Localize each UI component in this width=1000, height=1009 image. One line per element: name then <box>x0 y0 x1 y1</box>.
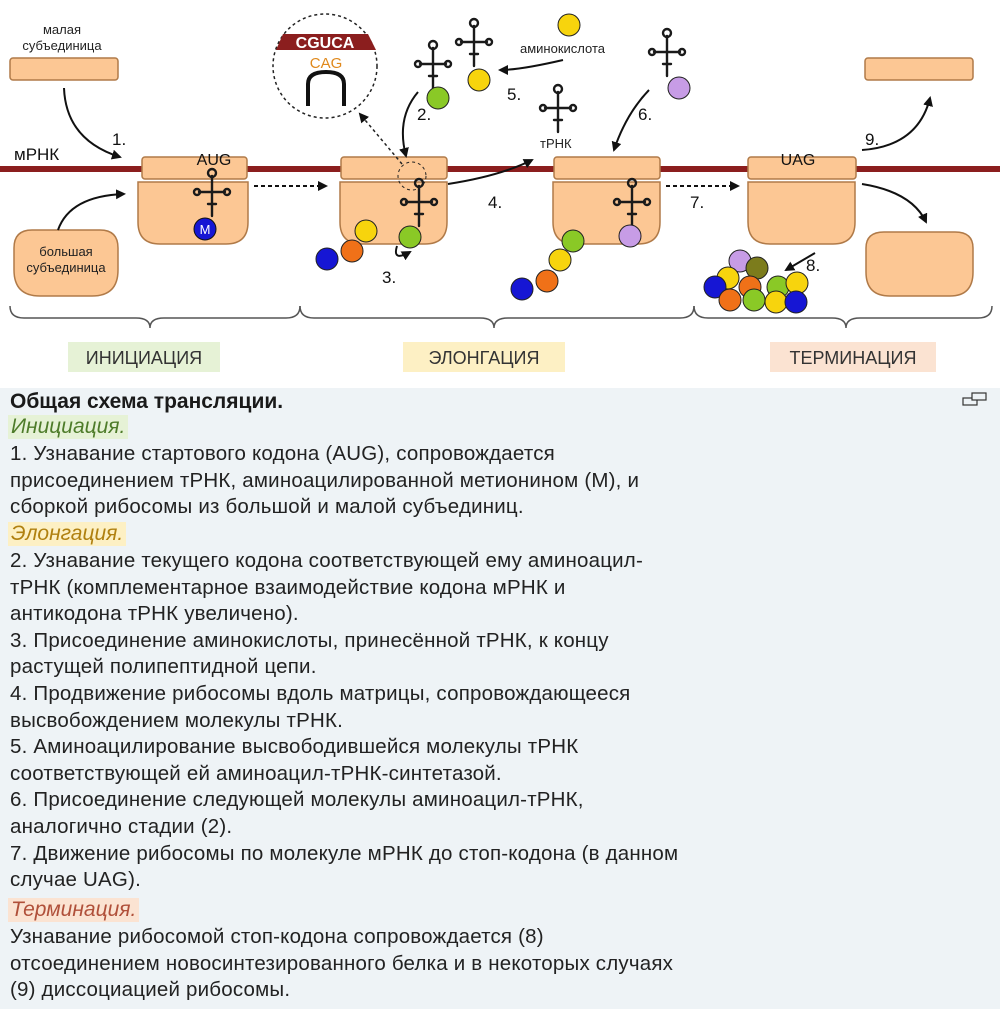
polypeptide-chain-2 <box>315 219 422 271</box>
text-line: Узнавание рибосомой стоп-кодона сопровож… <box>10 925 544 948</box>
restore-icon[interactable] <box>962 392 988 406</box>
text-line: высвобождением молекулы тРНК. <box>10 708 343 732</box>
text-line: сборкой рибосомы из большой и малой субъ… <box>10 495 524 519</box>
elongation-text: 2. Узнавание текущего кодона соответству… <box>10 548 1000 894</box>
large-subunit-label-2: субъединица <box>26 260 106 275</box>
text-line: случае UAG). <box>10 868 141 892</box>
methionine-label: M <box>200 222 211 237</box>
text-line: присоединением тРНК, аминоацилированной … <box>10 468 640 492</box>
text-line: 3. Присоединение аминокислоты, принесённ… <box>10 628 609 652</box>
small-subunit-free: малая субъединица <box>9 22 119 81</box>
small-subunit-label-2: субъединица <box>22 38 102 53</box>
trna-incoming-c <box>647 27 687 78</box>
phase-braces <box>9 305 993 329</box>
amino-acid-label: аминокислота <box>520 41 606 56</box>
trna-incoming-b <box>454 17 494 68</box>
aa-purple-free <box>667 76 691 100</box>
trna-released <box>538 83 578 134</box>
small-subunit-released <box>864 57 974 81</box>
elongation-label: Элонгация. <box>8 522 127 546</box>
caption-panel: Общая схема трансляции. Инициация. 1. Уз… <box>0 388 1000 1009</box>
step-2: 2. <box>417 105 431 124</box>
text-line: отсоединением новосинтезированного белка… <box>10 951 674 975</box>
translation-diagram: малая субъединица большая субъединица мР… <box>0 13 1000 372</box>
text-line: (9) диссоциацией рибосомы. <box>10 978 291 1002</box>
text-line: 1. Узнавание стартового кодона (AUG), со… <box>10 442 555 465</box>
ribosome-4 <box>747 156 857 245</box>
released-protein <box>703 249 809 314</box>
step-9: 9. <box>865 130 879 149</box>
start-codon-label: AUG <box>197 152 232 169</box>
step-1: 1. <box>112 130 126 149</box>
ribosome-1 <box>137 156 249 245</box>
text-line: 7. Движение рибосомы по молекуле мРНК до… <box>10 841 679 865</box>
small-subunit-label-1: малая <box>43 22 81 37</box>
large-subunit-free: большая субъединица <box>13 229 119 297</box>
text-line: аналогично стадии (2). <box>10 814 233 838</box>
phase-elongation: ЭЛОНГАЦИЯ <box>429 348 540 368</box>
trna-label: тРНК <box>540 136 572 151</box>
aa-green-free <box>426 86 450 110</box>
large-subunit-label-1: большая <box>39 244 92 259</box>
trna-incoming-a <box>413 39 453 90</box>
initiation-text: 1. Узнавание стартового кодона (AUG), со… <box>10 441 1000 521</box>
mrna-label: мРНК <box>14 145 59 164</box>
text-line: 5. Аминоацилирование высвободившейся мол… <box>10 735 579 759</box>
text-line: 6. Присоединение следующей молекулы амин… <box>10 788 584 812</box>
codon-zoom-label: CGUCA <box>296 35 355 52</box>
step-7: 7. <box>690 193 704 212</box>
methionine-aa <box>193 217 217 241</box>
phase-termination: ТЕРМИНАЦИЯ <box>790 348 917 368</box>
termination-label: Терминация. <box>8 898 140 922</box>
text-line: соответствующей ей аминоацил-тРНК-синтет… <box>10 761 502 785</box>
termination-text: Узнавание рибосомой стоп-кодона сопровож… <box>10 924 1000 1004</box>
text-line: 4. Продвижение рибосомы вдоль матрицы, с… <box>10 681 631 705</box>
step-8: 8. <box>806 256 820 275</box>
stop-codon-label: UAG <box>781 152 816 169</box>
step-3: 3. <box>382 268 396 287</box>
anticodon-zoom-label: CAG <box>310 55 343 72</box>
codon-zoom: CGUCA CAG <box>272 13 427 191</box>
step-4: 4. <box>488 193 502 212</box>
text-line: 2. Узнавание текущего кодона соответству… <box>10 549 643 572</box>
caption-title: Общая схема трансляции. <box>10 390 284 413</box>
aa-yellow-top <box>557 13 581 37</box>
initiation-label: Инициация. <box>8 415 129 439</box>
polypeptide-chain-3 <box>510 224 642 301</box>
step-5: 5. <box>507 85 521 104</box>
step-6: 6. <box>638 105 652 124</box>
phase-initiation: ИНИЦИАЦИЯ <box>86 348 202 368</box>
arrows <box>57 59 933 272</box>
text-line: антикодона тРНК увеличено). <box>10 602 299 626</box>
large-subunit-released <box>865 231 974 297</box>
aa-yellow-free <box>467 68 491 92</box>
text-line: тРНК (комплементарное взаимодействие код… <box>10 575 566 599</box>
text-line: растущей полипептидной цепи. <box>10 655 317 679</box>
